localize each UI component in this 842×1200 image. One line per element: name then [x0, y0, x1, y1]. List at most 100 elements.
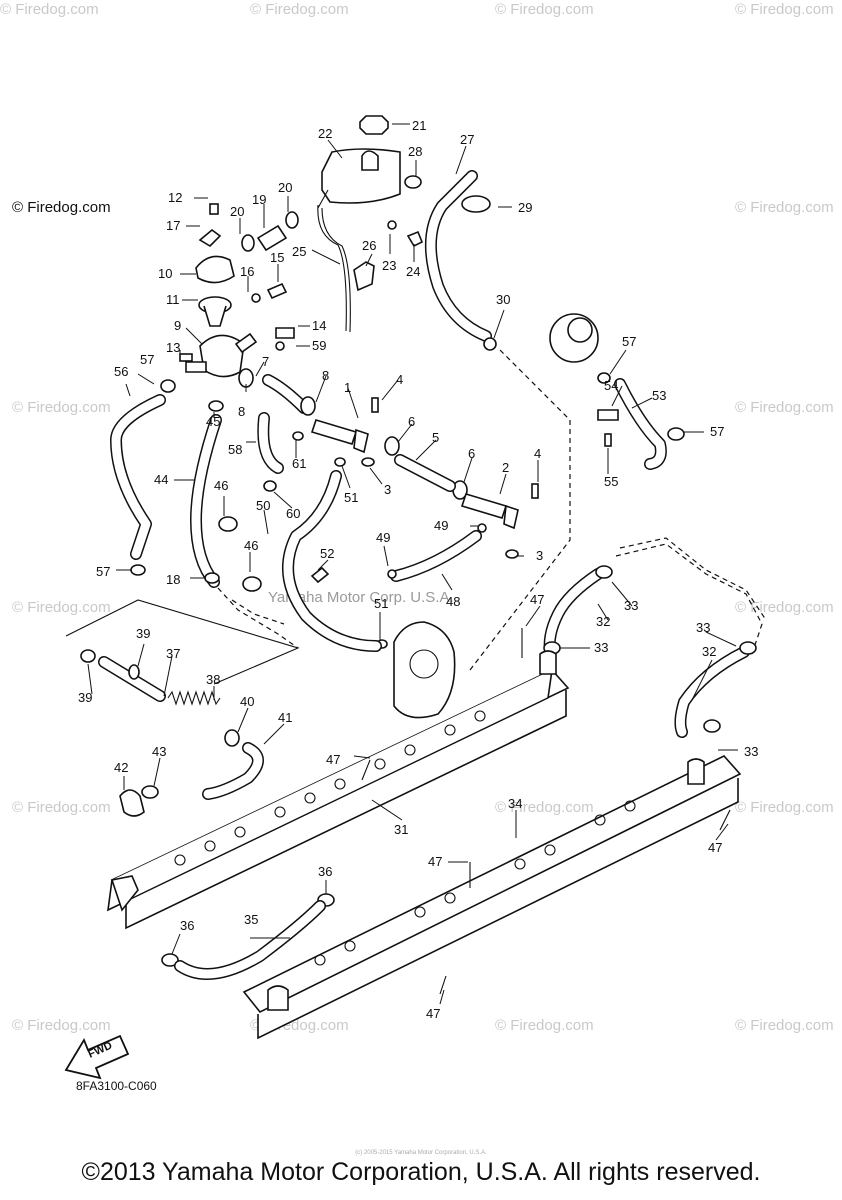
callout-16: 16 — [240, 264, 254, 279]
watermark: © Firedog.com — [250, 1, 349, 18]
callout-51: 51 — [344, 490, 358, 505]
callout-6b: 6 — [468, 446, 475, 461]
callout-3: 3 — [384, 482, 391, 497]
callout-33b: 33 — [696, 620, 710, 635]
callout-61: 61 — [292, 456, 306, 471]
callout-23: 23 — [382, 258, 396, 273]
callout-6: 6 — [408, 414, 415, 429]
callout-47e: 47 — [426, 1006, 440, 1021]
watermark: © Firedog.com — [12, 799, 111, 816]
callout-1: 1 — [344, 380, 351, 395]
callout-15: 15 — [270, 250, 284, 265]
callout-21: 21 — [412, 118, 426, 133]
callout-56: 56 — [114, 364, 128, 379]
callout-50: 50 — [256, 498, 270, 513]
callout-44: 44 — [154, 472, 168, 487]
watermark: © Firedog.com — [735, 199, 834, 216]
callout-2: 2 — [502, 460, 509, 475]
callout-47: 47 — [530, 592, 544, 607]
callout-8: 8 — [322, 368, 329, 383]
callout-43: 43 — [152, 744, 166, 759]
callout-53: 53 — [652, 388, 666, 403]
watermark: © Firedog.com — [735, 1017, 834, 1034]
callout-12: 12 — [168, 190, 182, 205]
callout-42: 42 — [114, 760, 128, 775]
callout-9: 9 — [174, 318, 181, 333]
callout-57: 57 — [622, 334, 636, 349]
callout-60: 60 — [286, 506, 300, 521]
callout-20b: 20 — [230, 204, 244, 219]
center-watermark: Yamaha Motor Corp. U.S.A. — [268, 589, 454, 606]
callout-39b: 39 — [78, 690, 92, 705]
small-copyright: (c) 2005-2015 Yamaha Motor Corporation, … — [355, 1150, 487, 1156]
callout-33d: 33 — [744, 744, 758, 759]
fwd-arrow-icon: FWD — [64, 1034, 130, 1080]
callout-8b: 8 — [238, 404, 245, 419]
watermark: © Firedog.com — [0, 1, 99, 18]
parts-layer — [65, 115, 767, 1040]
watermark: © Firedog.com — [735, 799, 834, 816]
callout-38: 38 — [206, 672, 220, 687]
callout-48: 48 — [446, 594, 460, 609]
watermark: © Firedog.com — [495, 1, 594, 18]
callout-27: 27 — [460, 132, 474, 147]
callout-41: 41 — [278, 710, 292, 725]
callout-17: 17 — [166, 218, 180, 233]
callout-numbers: 21 22 27 28 29 12 20 19 20 17 25 26 23 2… — [78, 118, 758, 1021]
callout-46b: 46 — [244, 538, 258, 553]
callout-58: 58 — [228, 442, 242, 457]
callout-14: 14 — [312, 318, 326, 333]
callout-29: 29 — [518, 200, 532, 215]
watermark: © Firedog.com — [735, 399, 834, 416]
callout-30: 30 — [496, 292, 510, 307]
callout-59: 59 — [312, 338, 326, 353]
callout-54: 54 — [604, 378, 618, 393]
watermark: © Firedog.com — [12, 599, 111, 616]
callout-37: 37 — [166, 646, 180, 661]
callout-49b: 49 — [376, 530, 390, 545]
callout-55: 55 — [604, 474, 618, 489]
callout-19: 19 — [252, 192, 266, 207]
callout-33c: 33 — [594, 640, 608, 655]
callout-3b: 3 — [536, 548, 543, 563]
watermark: © Firedog.com — [495, 799, 594, 816]
callout-46: 46 — [214, 478, 228, 493]
callout-45: 45 — [206, 414, 220, 429]
callout-49: 49 — [434, 518, 448, 533]
callout-5: 5 — [432, 430, 439, 445]
callout-57d: 57 — [96, 564, 110, 579]
callout-26: 26 — [362, 238, 376, 253]
callout-47b: 47 — [326, 752, 340, 767]
callout-25: 25 — [292, 244, 306, 259]
callout-4b: 4 — [534, 446, 541, 461]
callout-51b: 51 — [374, 596, 388, 611]
watermark: © Firedog.com — [12, 1017, 111, 1034]
callout-24: 24 — [406, 264, 420, 279]
callout-13: 13 — [166, 340, 180, 355]
callout-35: 35 — [244, 912, 258, 927]
callout-32b: 32 — [702, 644, 716, 659]
callout-28: 28 — [408, 144, 422, 159]
callout-36: 36 — [318, 864, 332, 879]
callout-10: 10 — [158, 266, 172, 281]
watermark: © Firedog.com — [12, 399, 111, 416]
copyright-footer: ©2013 Yamaha Motor Corporation, U.S.A. A… — [81, 1158, 761, 1186]
watermark: © Firedog.com — [735, 599, 834, 616]
callout-11: 11 — [166, 292, 180, 307]
callout-40: 40 — [240, 694, 254, 709]
callout-52: 52 — [320, 546, 334, 561]
callout-31: 31 — [394, 822, 408, 837]
callout-47c: 47 — [428, 854, 442, 869]
callout-4: 4 — [396, 372, 403, 387]
callout-7: 7 — [262, 354, 269, 369]
callout-47d: 47 — [708, 840, 722, 855]
callout-34: 34 — [508, 796, 522, 811]
watermark: © Firedog.com — [495, 1017, 594, 1034]
callout-57c: 57 — [710, 424, 724, 439]
callout-20: 20 — [278, 180, 292, 195]
callout-18: 18 — [166, 572, 180, 587]
callout-39: 39 — [136, 626, 150, 641]
leader-lines — [87, 123, 738, 1005]
callout-32: 32 — [596, 614, 610, 629]
